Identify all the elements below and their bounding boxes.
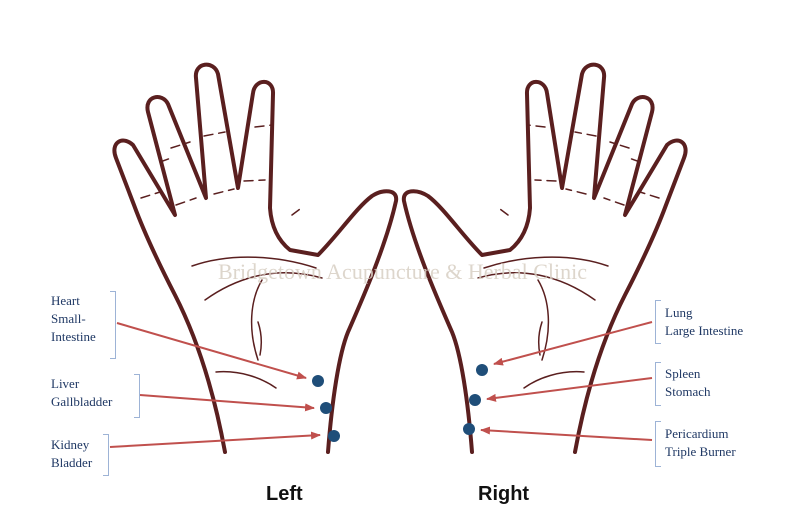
- point-kidney: [328, 430, 340, 442]
- label-line: Gallbladder: [51, 394, 113, 409]
- arrow-heart: [116, 322, 307, 380]
- label-line: Small-: [51, 311, 86, 326]
- arrow-lung: [493, 321, 653, 366]
- label-line: Heart: [51, 293, 80, 308]
- label-line: Liver: [51, 376, 80, 391]
- bracket-lung: [655, 300, 661, 344]
- label-line: Bladder: [51, 455, 93, 470]
- right-hand-title: Right: [478, 483, 530, 505]
- left-hand: [112, 62, 399, 454]
- right-palm-lines: [477, 256, 609, 389]
- right-hand: [401, 62, 688, 454]
- left-finger-creases: [140, 124, 305, 216]
- point-heart: [312, 375, 324, 387]
- label-liver-gallbladder: Liver Gallbladder: [51, 375, 112, 411]
- point-spleen: [469, 394, 481, 406]
- arrow-spleen: [486, 377, 653, 402]
- label-line: Large Intestine: [665, 323, 744, 338]
- right-hand-outline: [401, 62, 688, 454]
- label-line: Intestine: [51, 329, 96, 344]
- point-liver: [320, 402, 332, 414]
- left-palm-lines: [191, 256, 323, 389]
- bracket-spleen: [655, 362, 661, 406]
- label-line: Pericardium: [665, 426, 729, 441]
- bracket-pericardium: [655, 421, 661, 467]
- label-kidney-bladder: Kidney Bladder: [51, 436, 92, 472]
- right-finger-creases: [495, 124, 660, 216]
- label-pericardium-triple-burner: Pericardium Triple Burner: [665, 425, 736, 461]
- arrows: [109, 321, 653, 448]
- arrow-liver: [139, 394, 315, 412]
- left-hand-title: Left: [266, 483, 303, 505]
- arrow-kidney: [109, 431, 321, 448]
- left-hand-outline: [112, 62, 399, 454]
- watermark: Bridgetown Acupuncture & Herbal Clinic: [218, 259, 587, 284]
- label-lung-large-intestine: Lung Large Intestine: [665, 304, 743, 340]
- bracket-heart: [110, 291, 116, 359]
- arrow-pericardium: [480, 426, 653, 441]
- label-line: Kidney: [51, 437, 90, 452]
- label-line: Stomach: [665, 384, 711, 399]
- label-heart-small-intestine: Heart Small- Intestine: [51, 292, 96, 346]
- label-spleen-stomach: Spleen Stomach: [665, 365, 711, 401]
- label-line: Triple Burner: [665, 444, 736, 459]
- bracket-kidney: [103, 434, 109, 476]
- label-line: Lung: [665, 305, 693, 320]
- bracket-liver: [134, 374, 140, 418]
- point-pericardium: [463, 423, 475, 435]
- pulse-points: [312, 364, 488, 442]
- label-line: Spleen: [665, 366, 701, 381]
- point-lung: [476, 364, 488, 376]
